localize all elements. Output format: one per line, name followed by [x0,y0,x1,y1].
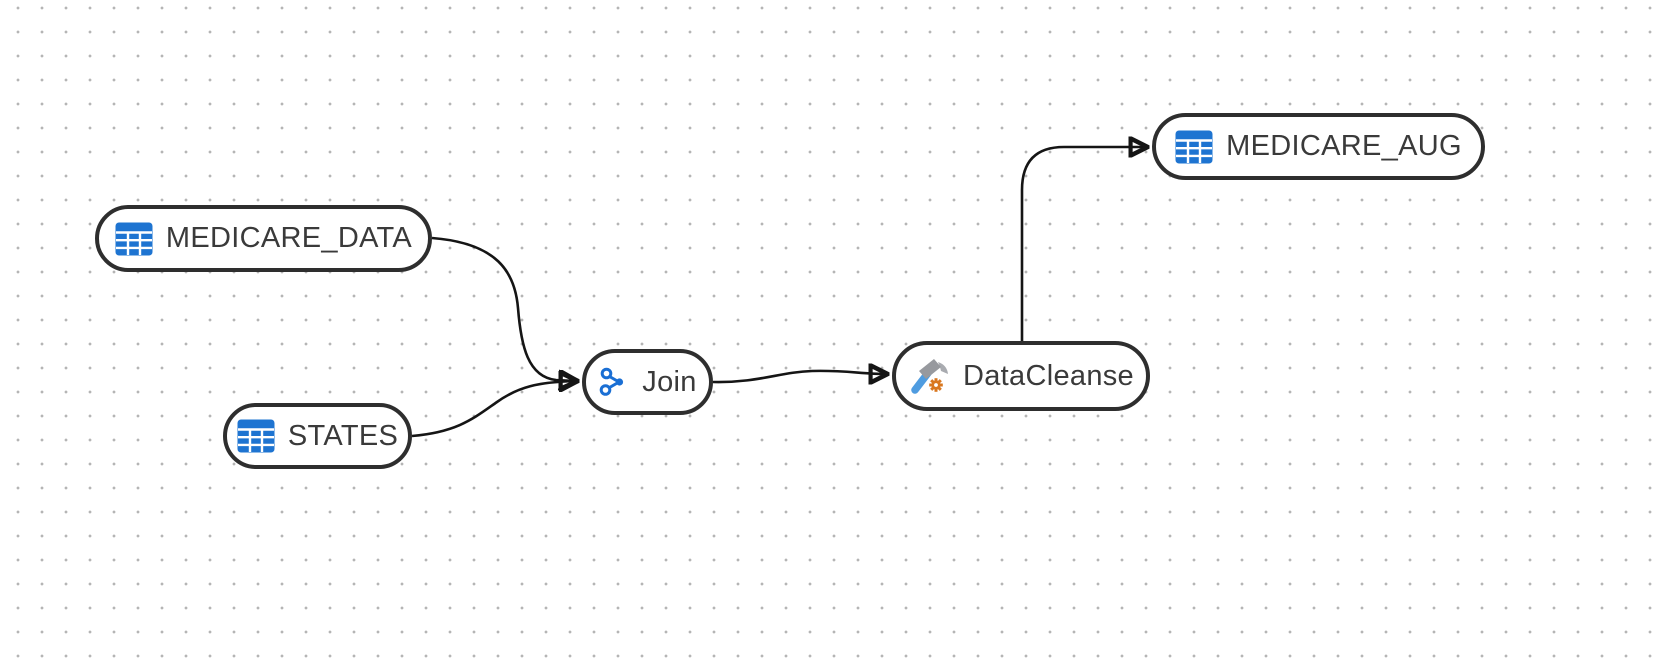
node-label: MEDICARE_DATA [165,222,413,254]
node-label: STATES [287,419,399,452]
node-datacleanse[interactable]: DataCleanse [892,341,1150,411]
table-icon [115,222,153,256]
node-medicare-aug[interactable]: MEDICARE_AUG [1152,113,1485,180]
join-icon [598,367,629,398]
hammer-gear-icon [908,355,950,397]
node-label: DataCleanse [963,359,1134,392]
node-medicare-data[interactable]: MEDICARE_DATA [95,205,432,272]
edge-join-to-datacleanse[interactable] [712,371,886,382]
node-states[interactable]: STATES [223,403,412,469]
node-join[interactable]: Join [582,349,713,415]
table-icon [237,419,275,453]
node-label: Join [642,365,697,398]
table-icon [1175,130,1213,164]
edge-datacleanse-to-medicare-aug[interactable] [1020,147,1146,341]
edge-medicare-data-to-join[interactable] [431,236,576,381]
edge-states-to-join[interactable] [411,381,576,438]
node-label: MEDICARE_AUG [1226,130,1462,162]
